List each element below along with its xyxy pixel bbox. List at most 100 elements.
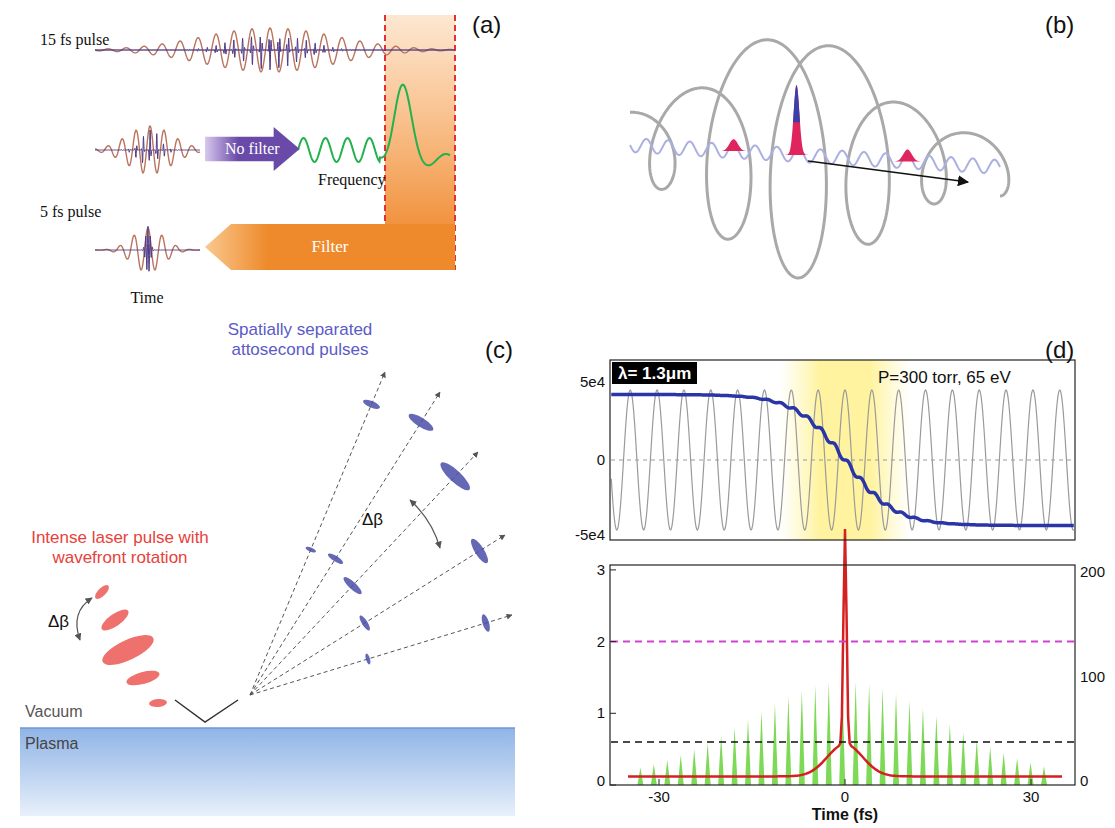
node-label: No filter: [205, 140, 300, 158]
panel-letter: (b): [1045, 11, 1074, 39]
harmonic-burst: [705, 743, 711, 785]
tick: [659, 779, 660, 785]
harmonic-burst: [758, 711, 764, 785]
laser-field: [95, 28, 455, 72]
harmonic-burst: [1014, 758, 1020, 785]
harmonic-burst: [866, 684, 872, 785]
tick: [610, 641, 616, 642]
caption-text: Intense laser pulse with wavefront rotat…: [15, 528, 225, 567]
tick-label: 100: [1080, 668, 1105, 685]
attosecond-burst: [95, 130, 200, 163]
harmonic-burst: [974, 740, 980, 785]
tick: [845, 779, 846, 785]
region-label: Plasma: [25, 735, 78, 753]
attosecond-pulse: [341, 575, 363, 597]
axis-title: Time (fs): [812, 806, 878, 824]
arrow-shape: Filter: [205, 224, 455, 270]
plasma-surface: [20, 727, 515, 729]
tick-label: 30: [1023, 788, 1040, 805]
panel-letter: (d): [1045, 336, 1074, 364]
region-label: Vacuum: [25, 703, 83, 721]
laser-pulse-slice: [98, 606, 131, 634]
harmonic-burst: [651, 764, 657, 785]
attosecond-pulse: [364, 653, 371, 665]
attosecond-pulse: [362, 398, 381, 411]
tick-label: 0: [841, 788, 849, 805]
axis-label: Time: [130, 289, 163, 307]
spectrum-curve: [298, 85, 450, 166]
laser-pulse-slice: [93, 583, 111, 601]
laser-pulse-slice: [149, 698, 168, 708]
laser-pulse-slice: [98, 629, 157, 671]
attosecond-pulse: [406, 411, 435, 434]
tick-label: 0: [1080, 772, 1088, 789]
phase-mismatch-curve: [611, 394, 1074, 525]
label-box: λ= 1.3μm: [612, 362, 697, 384]
harmonic-burst: [1001, 753, 1007, 785]
beam-direction: [250, 372, 385, 695]
panel-letter: (a): [472, 11, 501, 39]
tick-label: 0: [597, 772, 605, 789]
pulse-label: 5 fs pulse: [40, 203, 101, 221]
attosecond-pulse: [894, 150, 922, 162]
tick-label: 3: [597, 561, 605, 578]
tick-label: -5e4: [575, 526, 605, 543]
harmonic-burst: [933, 716, 939, 785]
axis-label: Frequency: [318, 171, 386, 189]
harmonic-burst: [799, 690, 805, 785]
driving-wave: [630, 139, 1000, 173]
harmonic-burst: [987, 747, 993, 785]
tick-label: 200: [1080, 563, 1105, 580]
attosecond-pulse: [327, 552, 345, 566]
tick-label: 0: [597, 451, 605, 468]
beam-direction: [250, 615, 512, 695]
attosecond-burst: [95, 37, 455, 70]
plot-frame: [610, 565, 1075, 785]
harmonic-burst: [678, 755, 684, 785]
angle-label: Δβ: [48, 612, 69, 632]
threshold-line: [611, 741, 1074, 743]
tick-label: 5e4: [580, 373, 605, 390]
harmonic-burst: [772, 703, 778, 785]
caption-text: Spatially separated attosecond pulses: [200, 320, 400, 359]
harmonic-burst: [826, 682, 832, 785]
harmonic-burst: [691, 749, 697, 785]
angle-arc: [410, 500, 440, 548]
tick: [610, 569, 616, 570]
laser-field: [611, 390, 1074, 530]
threshold-line: [611, 641, 1074, 643]
pulse-peak: [793, 85, 800, 122]
attosecond-pulse: [358, 614, 372, 632]
beam-direction: [250, 452, 478, 695]
angle-label: Δβ: [362, 510, 383, 530]
attosecond-pulse: [480, 613, 492, 632]
harmonic-burst: [893, 694, 899, 785]
harmonic-burst: [664, 760, 670, 785]
harmonic-burst: [880, 688, 886, 785]
laser-field: [95, 126, 200, 173]
propagation-arrow: [808, 161, 968, 182]
condition-label: P=300 torr, 65 eV: [878, 368, 1011, 388]
harmonic-burst: [853, 682, 859, 785]
arrow-shape: No filter: [205, 127, 300, 171]
tick: [610, 713, 616, 714]
laser-pulse-slice: [125, 668, 161, 688]
axis-line: [95, 50, 455, 51]
harmonic-burst: [785, 696, 791, 785]
node-label: λ= 1.3μm: [612, 362, 697, 386]
tick: [1031, 779, 1032, 785]
attosecond-pulse: [720, 139, 748, 151]
attosecond-burst: [95, 226, 200, 271]
angle-arc: [77, 598, 92, 640]
beam-direction: [250, 392, 440, 695]
harmonic-burst: [920, 708, 926, 785]
plasma-band: [20, 728, 515, 816]
attosecond-pulse-curve: [628, 529, 1062, 776]
beam-direction: [250, 535, 505, 695]
reflection-path: [175, 700, 238, 722]
plot-frame: [610, 360, 1075, 540]
attosecond-pulse: [783, 85, 811, 155]
filter-band: [385, 15, 455, 230]
